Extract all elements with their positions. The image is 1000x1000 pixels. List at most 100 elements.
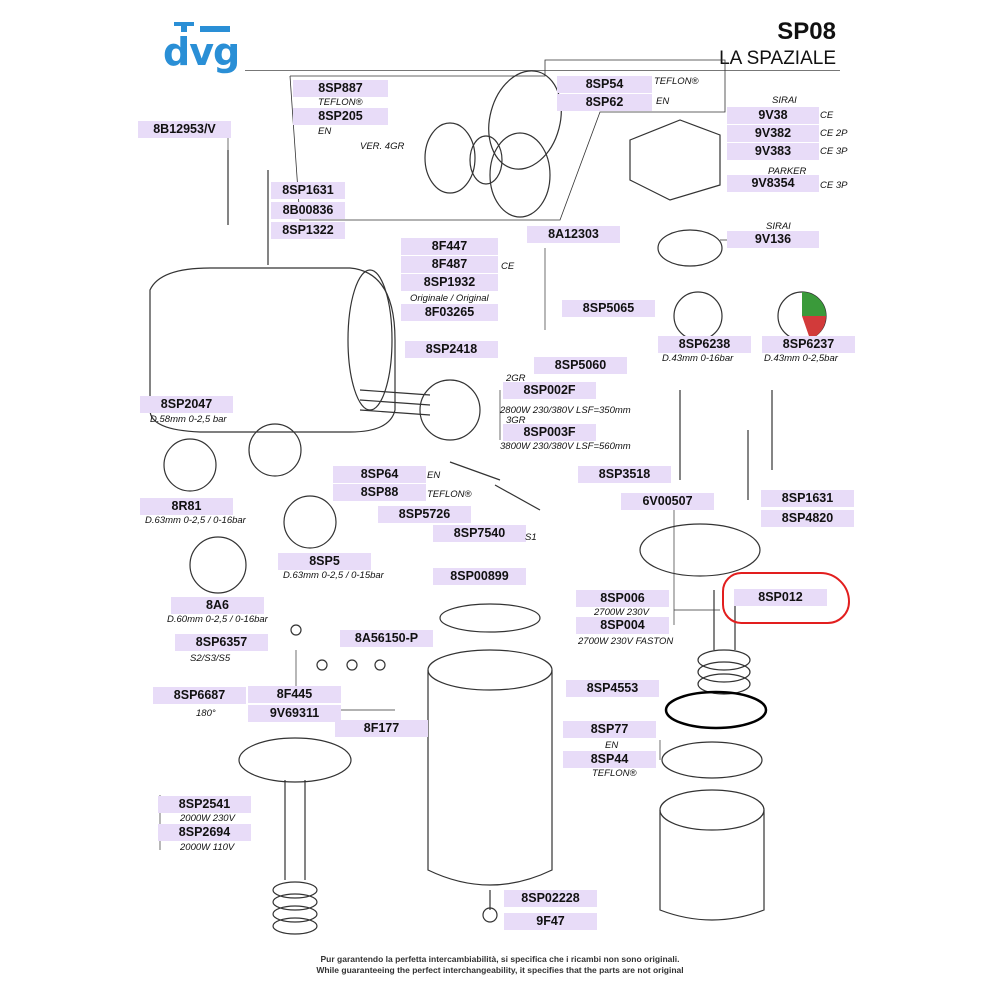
part-note: CE 2P <box>820 128 848 139</box>
heater-plate-icon <box>639 523 761 577</box>
part-note: 3GR <box>506 415 526 426</box>
part-note: 3800W 230/380V LSF=560mm <box>500 441 631 452</box>
part-code-tag[interactable]: 8SP77 <box>563 721 656 738</box>
part-code-tag[interactable]: 8A56150-P <box>340 630 433 647</box>
part-code-tag[interactable]: 9V69311 <box>248 705 341 722</box>
part-code-tag[interactable]: 8SP6357 <box>175 634 268 651</box>
part-code-tag[interactable]: 8SP54 <box>557 76 652 93</box>
part-code-tag[interactable]: 8SP3518 <box>578 466 671 483</box>
logo-text: dvg <box>163 30 240 74</box>
part-note: S1 <box>525 532 537 543</box>
part-code-tag[interactable]: 9V38 <box>727 107 819 124</box>
top-group-frame <box>289 59 726 221</box>
part-code-tag[interactable]: 8SP1631 <box>271 182 345 199</box>
part-code-tag[interactable]: 8SP7540 <box>433 525 526 542</box>
heater-plate-icon <box>238 737 352 783</box>
part-code-tag[interactable]: 8SP003F <box>503 424 596 441</box>
boiler-tank-icon <box>149 267 396 433</box>
part-code-tag[interactable]: 8SP2694 <box>158 824 251 841</box>
part-code-tag[interactable]: 8SP64 <box>333 466 426 483</box>
group-body-icon <box>659 810 765 921</box>
part-code-tag[interactable]: 8SP004 <box>576 617 669 634</box>
part-note: EN <box>605 740 619 751</box>
part-note: TEFLON® <box>592 768 637 779</box>
part-note: TEFLON® <box>654 76 699 87</box>
part-code-tag[interactable]: 8SP205 <box>293 108 388 125</box>
pressure-gauge-icon <box>163 438 217 492</box>
part-code-tag[interactable]: 9V8354 <box>727 175 819 192</box>
gasket-icon <box>661 741 763 779</box>
part-code-tag[interactable]: 8F177 <box>335 720 428 737</box>
cylinder-tank-icon <box>427 670 553 886</box>
part-code-tag[interactable]: 8SP887 <box>293 80 388 97</box>
part-code-tag[interactable]: 8F487 <box>401 256 498 273</box>
part-code-tag[interactable]: 9V383 <box>727 143 819 160</box>
gasket-icon <box>469 135 503 185</box>
part-code-tag[interactable]: 8SP1932 <box>401 274 498 291</box>
part-code-tag[interactable]: 8B12953/V <box>138 121 231 138</box>
gasket-icon <box>439 603 541 633</box>
part-code-tag[interactable]: 8F03265 <box>401 304 498 321</box>
part-note: SIRAI <box>766 221 791 232</box>
part-note: D.43mm 0-2,5bar <box>764 353 838 364</box>
part-code-tag[interactable]: 8A6 <box>171 597 264 614</box>
part-code-tag[interactable]: 8SP44 <box>563 751 656 768</box>
part-note: EN <box>318 126 332 137</box>
part-note: 2800W 230/380V LSF=350mm <box>500 405 631 416</box>
part-code-tag[interactable]: 8SP6237 <box>762 336 855 353</box>
part-code-tag[interactable]: 8F447 <box>401 238 498 255</box>
part-code-tag[interactable]: 8A12303 <box>527 226 620 243</box>
part-code-tag[interactable]: 8SP5060 <box>534 357 627 374</box>
part-note: EN <box>656 96 670 107</box>
part-note: Originale / Original <box>410 293 489 304</box>
part-code-tag[interactable]: 8SP1631 <box>761 490 854 507</box>
part-code-tag[interactable]: 8SP5 <box>278 553 371 570</box>
part-code-tag[interactable]: 8SP6687 <box>153 687 246 704</box>
part-code-tag[interactable]: 8SP62 <box>557 94 652 111</box>
diaphragm-icon <box>657 229 723 267</box>
part-note: VER. 4GR <box>360 141 405 152</box>
disclaimer-footer: Pur garantendo la perfetta intercambiabi… <box>0 954 1000 976</box>
part-code-tag[interactable]: 8SP2541 <box>158 796 251 813</box>
part-code-tag[interactable]: 8SP6238 <box>658 336 751 353</box>
part-note: D.60mm 0-2,5 / 0-16bar <box>167 614 268 625</box>
part-code-tag[interactable]: 8SP5065 <box>562 300 655 317</box>
part-note: TEFLON® <box>318 97 363 108</box>
pressure-gauge-icon <box>673 291 723 341</box>
part-code-tag[interactable]: 8SP2047 <box>140 396 233 413</box>
part-note: 2000W 230V <box>180 813 235 824</box>
part-code-tag[interactable]: 8R81 <box>140 498 233 515</box>
part-code-tag[interactable]: 9V136 <box>727 231 819 248</box>
part-code-tag[interactable]: 8SP00899 <box>433 568 526 585</box>
disclaimer-line-en: While guaranteeing the perfect interchan… <box>316 965 684 975</box>
part-note: 2700W 230V FASTON <box>578 636 674 647</box>
part-note: CE 3P <box>820 146 848 157</box>
part-code-tag[interactable]: 8SP88 <box>333 484 426 501</box>
part-code-tag[interactable]: 8SP4553 <box>566 680 659 697</box>
part-code-tag[interactable]: 6V00507 <box>621 493 714 510</box>
part-code-tag[interactable]: 8B00836 <box>271 202 345 219</box>
part-note: CE 3P <box>820 180 848 191</box>
o-ring-icon <box>664 690 768 730</box>
part-code-tag[interactable]: 8SP5726 <box>378 506 471 523</box>
header-divider <box>245 70 840 71</box>
part-code-tag[interactable]: 8SP002F <box>503 382 596 399</box>
part-code-tag[interactable]: 8SP02228 <box>504 890 597 907</box>
part-code-tag[interactable]: 8SP006 <box>576 590 669 607</box>
part-code-tag[interactable]: 8SP1322 <box>271 222 345 239</box>
flange-icon <box>489 132 551 218</box>
part-note: 2700W 230V <box>594 607 649 618</box>
part-note: 2GR <box>506 373 526 384</box>
part-code-tag[interactable]: 8SP4820 <box>761 510 854 527</box>
part-note: SIRAI <box>772 95 797 106</box>
part-code-tag[interactable]: 9F47 <box>504 913 597 930</box>
part-code-tag[interactable]: 8SP2418 <box>405 341 498 358</box>
part-code-tag[interactable]: 9V382 <box>727 125 819 142</box>
part-note: PARKER <box>768 166 807 177</box>
part-note: 180° <box>196 708 216 719</box>
pressure-gauge-icon <box>283 495 337 549</box>
pressure-gauge-icon <box>248 423 302 477</box>
disclaimer-line-it: Pur garantendo la perfetta intercambiabi… <box>320 954 680 964</box>
part-code-tag[interactable]: 8F445 <box>248 686 341 703</box>
